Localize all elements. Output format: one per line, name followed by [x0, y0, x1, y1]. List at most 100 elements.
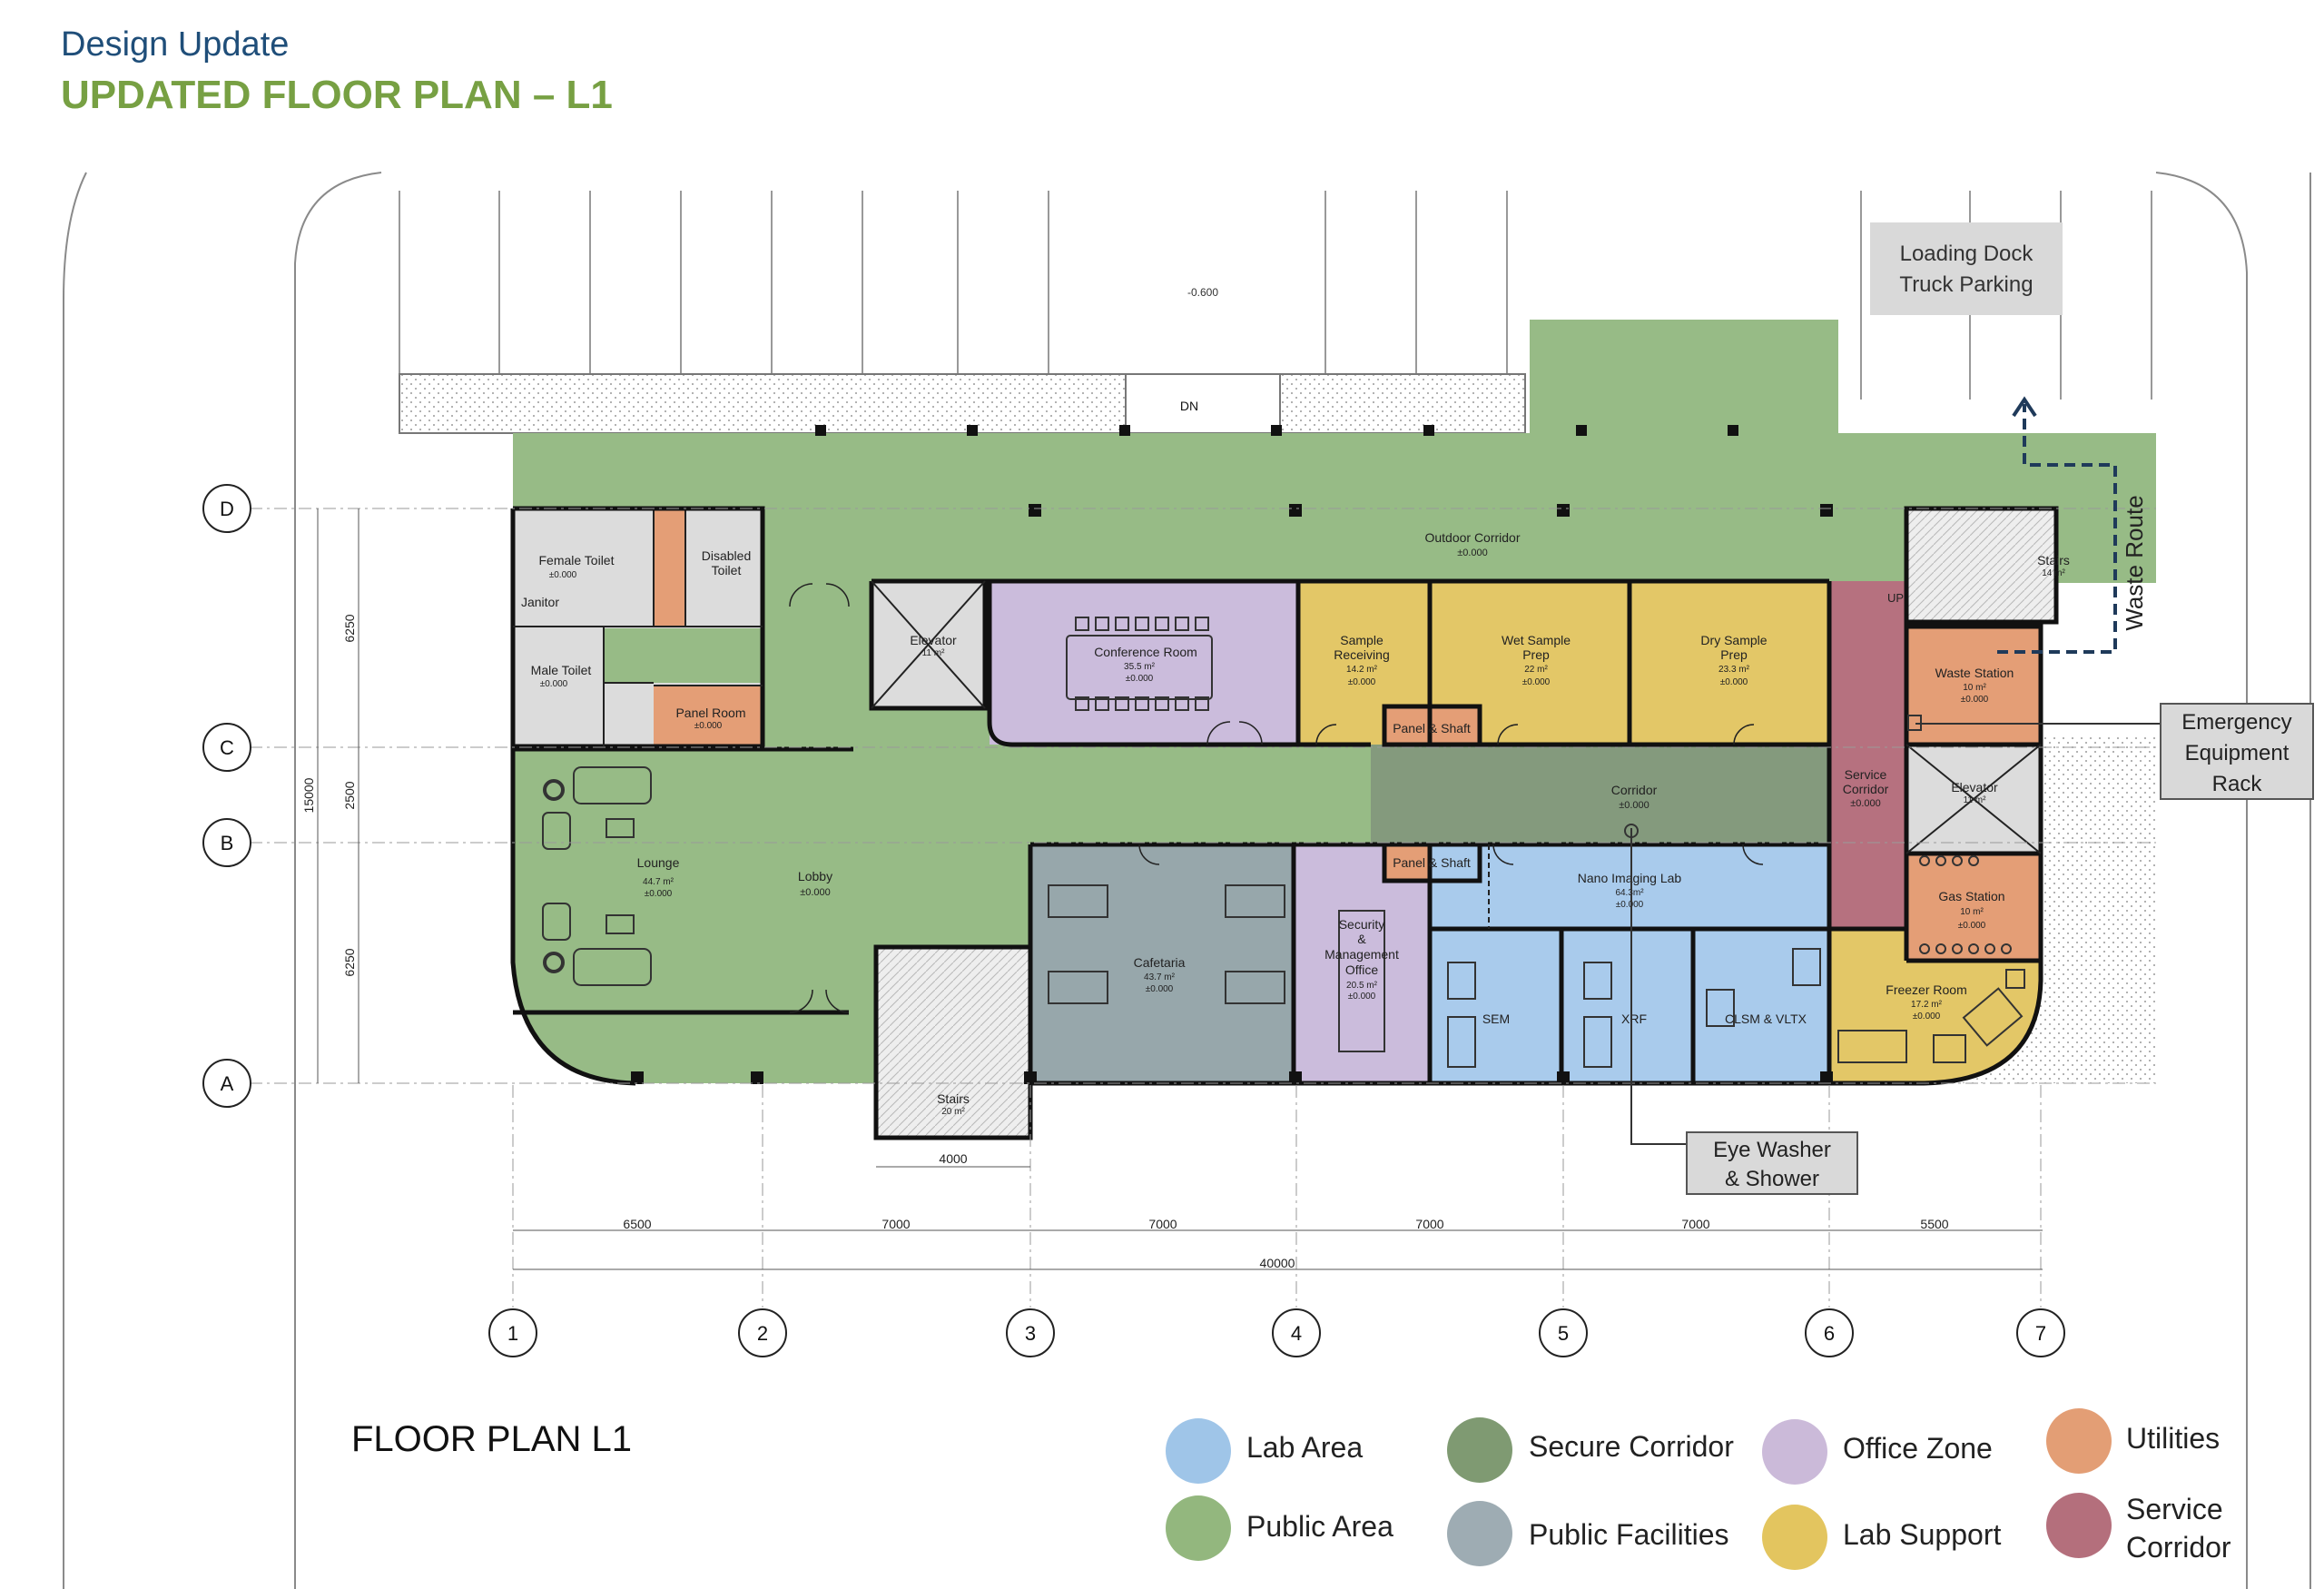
svg-text:±0.000: ±0.000: [694, 721, 723, 731]
east-landscape: [1943, 735, 2156, 1083]
grid-col-4: 4: [1291, 1322, 1302, 1345]
waste-route-label: Waste Route: [2121, 495, 2148, 630]
legend-swatch-lab-area: [1166, 1418, 1231, 1484]
svg-text:11 m²: 11 m²: [1964, 795, 1986, 805]
label-corridor: Corridor: [1611, 783, 1658, 797]
svg-text:±0.000: ±0.000: [800, 887, 831, 898]
svg-text:35.5 m²: 35.5 m²: [1124, 662, 1156, 672]
waste-route-arrow: [1997, 404, 2117, 654]
label-outdoor-corridor: Outdoor Corridor: [1424, 530, 1520, 545]
plan-label: FLOOR PLAN L1: [351, 1419, 632, 1459]
label-xrf: XRF: [1621, 1012, 1647, 1026]
loading-dock-callout: [1870, 222, 2063, 315]
emergency-callout: [2160, 703, 2314, 800]
grid-row-b: B: [221, 832, 234, 854]
svg-text:44.7 m²: 44.7 m²: [643, 877, 675, 887]
svg-text:17.2 m²: 17.2 m²: [1911, 1000, 1943, 1010]
structural-columns: [631, 425, 1833, 1084]
svg-text:±0.000: ±0.000: [1913, 1012, 1941, 1022]
svg-text:20 m²: 20 m²: [941, 1107, 965, 1117]
svg-text:10 m²: 10 m²: [1963, 683, 1986, 693]
label-cafeteria: Cafetaria: [1134, 955, 1186, 970]
label-conference: Conference Room: [1094, 645, 1197, 659]
dim-col-3: 7000: [1148, 1217, 1177, 1231]
svg-text:±0.000: ±0.000: [1616, 900, 1644, 910]
label-panel-shaft-south: Panel & Shaft: [1393, 855, 1471, 870]
grid-col-1: 1: [507, 1322, 518, 1345]
label-female-toilet: Female Toilet: [538, 553, 614, 568]
grid-row-d: D: [220, 498, 234, 520]
grid-col-7: 7: [2035, 1322, 2046, 1345]
svg-text:Truck Parking: Truck Parking: [1899, 272, 2033, 297]
dim-row-total: 15000: [301, 777, 316, 813]
grid-row-a: A: [221, 1072, 234, 1095]
label-wet-prep: Wet Sample: [1502, 633, 1571, 647]
svg-text:10 m²: 10 m²: [1960, 907, 1984, 917]
legend: Lab Area Public Area Secure Corridor Pub…: [1166, 1408, 2231, 1570]
legend-swatch-public-area: [1166, 1495, 1231, 1561]
outdoor-corridor-area: [513, 433, 2156, 581]
svg-text:22 m²: 22 m²: [1524, 665, 1548, 675]
door-swings: [789, 583, 1764, 1013]
label-nano-lab: Nano Imaging Lab: [1578, 871, 1682, 885]
svg-text:±0.000: ±0.000: [1958, 921, 1986, 931]
svg-text:Corridor: Corridor: [1843, 782, 1889, 796]
svg-text:±0.000: ±0.000: [1850, 798, 1881, 809]
dim-row-2: 2500: [342, 781, 357, 809]
legend-label-utilities: Utilities: [2126, 1422, 2220, 1455]
nano-imaging-lab: [1430, 844, 1829, 1083]
header-subtitle: Design Update: [61, 25, 290, 64]
dim-col-1: 6500: [623, 1217, 651, 1231]
eye-washer-callout: [1686, 1131, 1858, 1195]
label-disabled-toilet: Disabled: [702, 548, 751, 563]
furniture: [542, 617, 2025, 1068]
sidewalk-east: [1279, 373, 1526, 434]
svg-text:Loading Dock: Loading Dock: [1900, 242, 2034, 266]
svg-text:Rack: Rack: [2212, 772, 2263, 796]
svg-text:±0.000: ±0.000: [549, 570, 577, 580]
svg-text:±0.000: ±0.000: [1146, 984, 1174, 994]
svg-text:64.3m²: 64.3m²: [1615, 888, 1644, 898]
interior-lines: [513, 580, 2042, 929]
svg-text:14.2 m²: 14.2 m²: [1346, 665, 1378, 675]
dim-row-3: 6250: [342, 948, 357, 976]
dim-col-4: 7000: [1415, 1217, 1443, 1231]
svg-text:±0.000: ±0.000: [1522, 677, 1551, 687]
grid-col-2: 2: [757, 1322, 768, 1345]
gas-cylinders: [1919, 855, 2012, 954]
panel-room: [654, 686, 763, 745]
svg-text:Equipment: Equipment: [2185, 741, 2290, 765]
lab-support-rooms: [1298, 581, 1829, 745]
label-sample-receiving: Sample: [1340, 633, 1384, 647]
label-waste-station: Waste Station: [1935, 666, 2014, 680]
svg-text:±0.000: ±0.000: [645, 889, 673, 899]
label-male-toilet: Male Toilet: [531, 663, 592, 677]
stairs-south: [873, 944, 1033, 1140]
legend-swatch-service-corridor: [2046, 1493, 2112, 1558]
svg-text:±0.000: ±0.000: [1126, 674, 1154, 684]
svg-text:Office: Office: [1345, 962, 1379, 977]
entry-steps: [1125, 373, 1281, 434]
label-lobby: Lobby: [798, 869, 832, 883]
grid-lines: [250, 508, 2156, 1308]
grid-col-5: 5: [1558, 1322, 1569, 1345]
legend-swatch-public-facilities: [1447, 1501, 1512, 1566]
parking-level: -0.600: [1187, 286, 1218, 299]
dim-col-2: 7000: [881, 1217, 910, 1231]
svg-text:Management: Management: [1324, 947, 1399, 962]
conference-room: [990, 581, 1298, 745]
legend-swatch-lab-support: [1762, 1505, 1827, 1570]
dim-col-6: 5500: [1920, 1217, 1948, 1231]
sidewalk-west: [399, 373, 1127, 434]
svg-text:±0.000: ±0.000: [540, 679, 568, 689]
svg-text:Prep: Prep: [1522, 647, 1550, 662]
svg-text:±0.000: ±0.000: [1348, 677, 1376, 687]
label-panel-shaft-north: Panel & Shaft: [1393, 721, 1471, 735]
cafeteria: [1030, 844, 1294, 1083]
dim-total: 40000: [1260, 1256, 1295, 1270]
label-elevator-west: Elevator: [910, 633, 957, 647]
stairs-northeast: [1904, 506, 2059, 625]
svg-text:Eye Washer: Eye Washer: [1713, 1138, 1831, 1162]
eye-washer-marker: [1624, 824, 1639, 838]
